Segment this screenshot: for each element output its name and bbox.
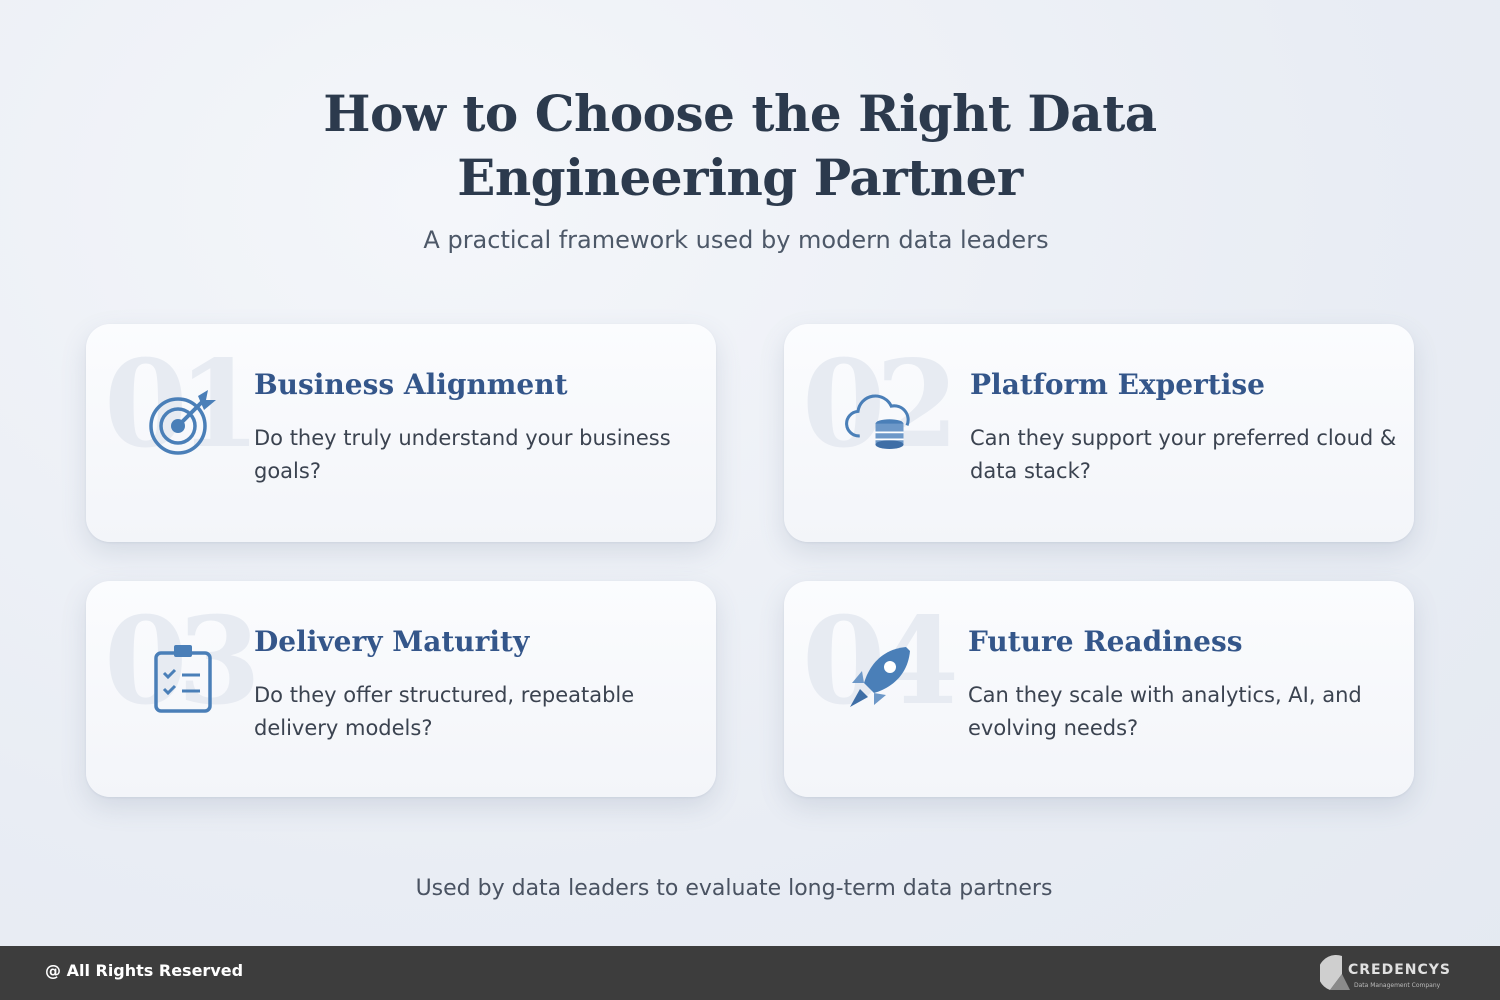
card-title: Delivery Maturity	[254, 625, 530, 658]
page-title: How to Choose the Right Data Engineering…	[323, 84, 1157, 207]
card-platform-expertise: 02 Platform Expertise Can they support y…	[784, 324, 1414, 542]
card-description: Can they support your preferred cloud & …	[970, 426, 1397, 483]
target-icon	[149, 390, 216, 455]
clipboard-checklist-icon	[154, 645, 212, 713]
card-future-readiness: 04 Future Readiness Can they scale with …	[784, 581, 1414, 797]
card-description: Do they offer structured, repeatable del…	[254, 683, 635, 740]
footer-bar: @ All Rights Reserved CREDENCYS Data Man…	[0, 946, 1500, 1000]
card-title: Business Alignment	[254, 368, 568, 401]
tagline: Used by data leaders to evaluate long-te…	[415, 876, 1053, 901]
cloud-database-icon	[845, 394, 910, 449]
card-number: 03	[104, 591, 261, 732]
card-delivery-maturity: 03 Delivery Maturity Do they offer struc…	[86, 581, 716, 797]
card-business-alignment: 01 Business Alignment Do they truly unde…	[86, 324, 716, 542]
card-description: Can they scale with analytics, AI, and e…	[968, 683, 1362, 740]
card-title: Platform Expertise	[970, 368, 1265, 401]
card-title: Future Readiness	[968, 625, 1243, 658]
card-description: Do they truly understand your business g…	[254, 426, 671, 483]
credencys-logo: CREDENCYS Data Management Company	[1320, 952, 1450, 994]
rocket-icon	[850, 647, 910, 707]
card-number: 02	[802, 334, 959, 475]
rights-text: @ All Rights Reserved	[45, 961, 244, 980]
logo-mark-icon	[1320, 954, 1350, 990]
page-subtitle: A practical framework used by modern dat…	[423, 226, 1049, 254]
